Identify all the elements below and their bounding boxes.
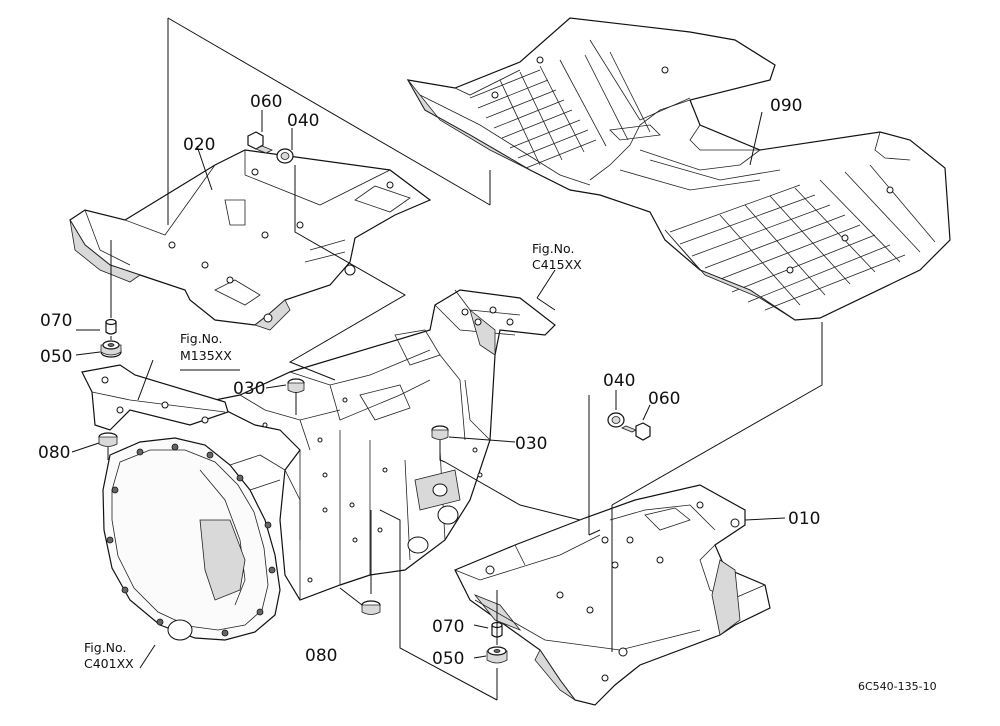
floor-plate-020 <box>69 149 432 331</box>
bolt-060-top <box>247 131 273 154</box>
label-080-left: 080 <box>38 443 70 463</box>
label-080-bottom: 080 <box>305 646 337 666</box>
bolt-060-right <box>621 422 651 441</box>
fig-ref-c415-code: C415XX <box>532 257 582 272</box>
washer-040-right <box>607 412 625 428</box>
cap-070-left <box>105 318 117 335</box>
drawing-code: 6C540-135-10 <box>858 680 937 693</box>
label-050-left: 050 <box>40 347 72 367</box>
plug-030-a <box>287 378 305 393</box>
label-070-bottom: 070 <box>432 617 464 637</box>
label-040-right: 040 <box>603 371 635 391</box>
fig-ref-c401-title: Fig.No. <box>84 640 126 655</box>
plug-080-left <box>98 432 118 447</box>
bracket-left <box>81 364 229 431</box>
grommet-050-left <box>100 340 122 358</box>
part-labels: 060 040 020 090 070 050 030 080 030 040 … <box>38 92 820 669</box>
label-050-bottom: 050 <box>432 649 464 669</box>
floor-mat-090 <box>406 17 951 321</box>
label-040-top: 040 <box>287 111 319 131</box>
figure-references: Fig.No. C415XX Fig.No. M135XX Fig.No. C4… <box>84 241 582 671</box>
label-060-top: 060 <box>250 92 282 112</box>
label-030-b: 030 <box>515 434 547 454</box>
label-030-a: 030 <box>233 379 265 399</box>
fig-ref-c401-code: C401XX <box>84 656 134 671</box>
label-010: 010 <box>788 509 820 529</box>
label-070-left: 070 <box>40 311 72 331</box>
washer-040-top <box>276 148 294 164</box>
grommet-050-bottom <box>486 646 508 664</box>
plug-080-bottom <box>361 600 381 615</box>
fig-ref-m135-code: M135XX <box>180 348 232 363</box>
clutch-housing <box>102 437 301 641</box>
fig-ref-m135-title: Fig.No. <box>180 331 222 346</box>
leader-lines <box>71 17 823 701</box>
label-090: 090 <box>770 96 802 116</box>
label-060-right: 060 <box>648 389 680 409</box>
plug-030-b <box>431 425 449 440</box>
fig-ref-c415-title: Fig.No. <box>532 241 574 256</box>
label-020: 020 <box>183 135 215 155</box>
